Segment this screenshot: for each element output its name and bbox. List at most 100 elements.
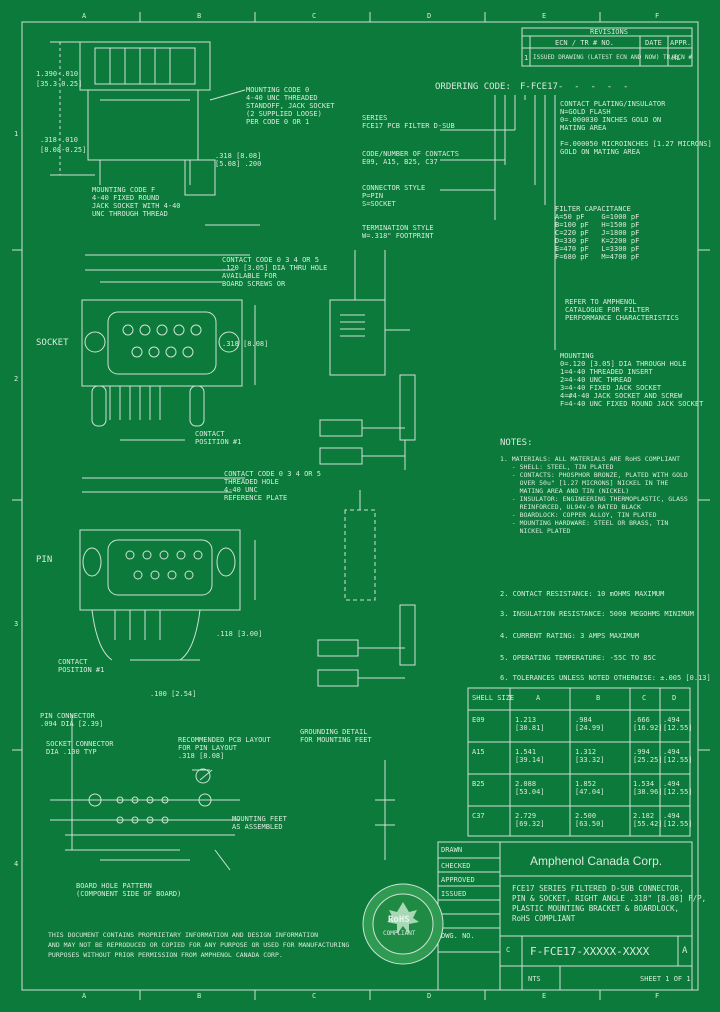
dim-label: 1.390-.010	[36, 70, 79, 78]
rohs-seal	[362, 883, 444, 965]
dim-table-cell: 2.500 [63.50]	[575, 812, 605, 828]
dim-label: .100 [2.54]	[150, 690, 197, 698]
dim-table-cell: .994 [25.25]	[633, 748, 663, 764]
dim-label: [8.08-0.25]	[40, 146, 87, 154]
dim-table-cell: .666 [16.92]	[633, 716, 663, 732]
dim-table-cell: 1.213 [30.81]	[515, 716, 545, 732]
zone-letter: E	[542, 992, 547, 1000]
dim-label: .318-.010	[40, 136, 78, 144]
zone-letter: C	[312, 12, 317, 20]
rohs-sublabel: COMPLIANT	[383, 930, 416, 937]
note-item: 6. TOLERANCES UNLESS NOTED OTHERWISE: ±.…	[500, 674, 711, 682]
rohs-label: RoHS	[388, 915, 410, 925]
dim-label: [35.3-0.25]	[36, 80, 83, 88]
sheet-number: SHEET 1 OF 1	[640, 975, 691, 983]
note-item: 3. INSULATION RESISTANCE: 5000 MEGOHMS M…	[500, 610, 694, 618]
dim-table-header: B	[596, 694, 601, 702]
title-field: APPROVED	[441, 876, 475, 884]
revisions-cell: 1	[524, 54, 529, 62]
company-name: Amphenol Canada Corp.	[530, 854, 663, 868]
dim-table-cell: 2.182 [55.42]	[633, 812, 663, 828]
dim-table-cell: C37	[472, 812, 485, 820]
scale: NTS	[528, 975, 541, 983]
title-field: ISSUED	[441, 890, 467, 898]
revisions-cell: ISSUED DRAWING (LATEST ECN AND NOW) TR/E…	[533, 54, 692, 61]
dim-table-cell: 1.534 [38.96]	[633, 780, 663, 796]
rev-letter: A	[682, 946, 688, 956]
zone-letter: C	[312, 992, 317, 1000]
spec-contacts: CODE/NUMBER OF CONTACTS E09, A15, B25, C…	[362, 150, 459, 166]
notes-title: NOTES:	[500, 438, 533, 448]
disclaimer-text: THIS DOCUMENT CONTAINS PROPRIETARY INFOR…	[48, 931, 350, 959]
title-description: FCE17 SERIES FILTERED D-SUB CONNECTOR, P…	[512, 884, 707, 923]
title-field: DWG. NO.	[441, 932, 475, 940]
dim-table-cell: 1.541 [39.14]	[515, 748, 545, 764]
zone-letter: E	[542, 12, 547, 20]
dim-table-header: C	[642, 694, 647, 702]
zone-number: 3	[14, 620, 19, 628]
zone-number: 4	[14, 860, 19, 868]
note-item: 1. MATERIALS: ALL MATERIALS ARE RoHS COM…	[500, 455, 688, 535]
dim-table-header: A	[536, 694, 541, 702]
dim-table-cell: .494 [12.55]	[663, 812, 693, 828]
contact-code-note: CONTACT CODE 0 3 4 OR 5 THREADED HOLE 4-…	[224, 470, 321, 502]
dim-table-cell: 1.312 [33.32]	[575, 748, 605, 764]
spec-plating: CONTACT PLATING/INSULATOR N=GOLD FLASH 0…	[560, 100, 712, 156]
pattern-note: RECOMMENDED PCB LAYOUT FOR PIN LAYOUT .3…	[178, 736, 271, 760]
dim-table-cell: .494 [12.55]	[663, 780, 693, 796]
dim-table-header: SHELL SIZE	[472, 694, 515, 702]
zone-letter: D	[427, 992, 432, 1000]
spec-termination: TERMINATION STYLE W=.318" FOOTPRINT	[362, 224, 434, 240]
ordering-code: F-FCE17- - - - -	[520, 82, 640, 92]
pin-label: PIN	[36, 555, 53, 565]
title-field: CHECKED	[441, 862, 471, 870]
dim-table-cell: A15	[472, 748, 485, 756]
dim-table-cell: E09	[472, 716, 485, 724]
spec-style: CONNECTOR STYLE P=PIN S=SOCKET	[362, 184, 426, 208]
contact-code-note: CONTACT CODE 0 3 4 OR 5 .120 [3.05] DIA …	[222, 256, 328, 288]
title-field: DRAWN	[441, 846, 463, 854]
zone-letter: A	[82, 12, 87, 20]
size-code: C	[506, 946, 511, 954]
zone-letter: F	[655, 992, 660, 1000]
spec-filter: FILTER CAPACITANCE A=50 pF G=1000 pF B=1…	[555, 205, 640, 261]
dim-table-cell: 1.852 [47.04]	[575, 780, 605, 796]
mounting-code-note: MOUNTING CODE F 4-40 FIXED ROUND JACK SO…	[92, 186, 181, 218]
dim-label: .318 [8.08] [5.08] .200	[215, 152, 262, 168]
dim-table-cell: 2.729 [69.32]	[515, 812, 545, 828]
contact-position-note: CONTACT POSITION #1	[58, 658, 105, 674]
zone-letter: B	[197, 12, 202, 20]
socket-label: SOCKET	[36, 338, 69, 348]
part-number: F-FCE17-XXXXX-XXXX	[530, 945, 650, 958]
drawing-border	[21, 21, 699, 991]
revisions-header: DATE	[645, 39, 662, 47]
grounding-note: GROUNDING DETAIL FOR MOUNTING FEET	[300, 728, 372, 744]
mounting-feet-note: MOUNTING FEET AS ASSEMBLED	[232, 815, 287, 831]
board-hole-note: BOARD HOLE PATTERN (COMPONENT SIDE OF BO…	[76, 882, 182, 898]
dim-label: .118 [3.00]	[216, 630, 263, 638]
note-item: 2. CONTACT RESISTANCE: 10 mOHMS MAXIMUM	[500, 590, 665, 598]
dim-table-cell: .494 [12.55]	[663, 748, 693, 764]
dim-table-cell: .494 [12.55]	[663, 716, 693, 732]
dim-table-cell: 2.088 [53.04]	[515, 780, 545, 796]
spec-mounting: MOUNTING 0=.120 [3.05] DIA THROUGH HOLE …	[560, 352, 704, 408]
dim-table-cell: .984 [24.99]	[575, 716, 605, 732]
spec-filter-note: REFER TO AMPHENOL CATALOGUE FOR FILTER P…	[565, 298, 679, 322]
zone-letter: F	[655, 12, 660, 20]
spec-series: SERIES FCE17 PCB FILTER D-SUB	[362, 114, 455, 130]
zone-letter: D	[427, 12, 432, 20]
zone-number: 1	[14, 130, 19, 138]
dim-table-cell: B25	[472, 780, 485, 788]
zone-letter: B	[197, 992, 202, 1000]
dim-label: .318 [8.08]	[222, 340, 269, 348]
revisions-header: APPR.	[670, 39, 692, 47]
socket-connector-note: SOCKET CONNECTOR DIA .100 TYP	[46, 740, 114, 756]
contact-position-note: CONTACT POSITION #1	[195, 430, 242, 446]
zone-number: 2	[14, 375, 19, 383]
dim-table-header: D	[672, 694, 677, 702]
zone-letter: A	[82, 992, 87, 1000]
ordering-label: ORDERING CODE:	[435, 82, 511, 92]
revisions-title: REVISIONS	[590, 28, 628, 36]
pin-connector-note: PIN CONNECTOR .094 DIA [2.39]	[40, 712, 104, 728]
